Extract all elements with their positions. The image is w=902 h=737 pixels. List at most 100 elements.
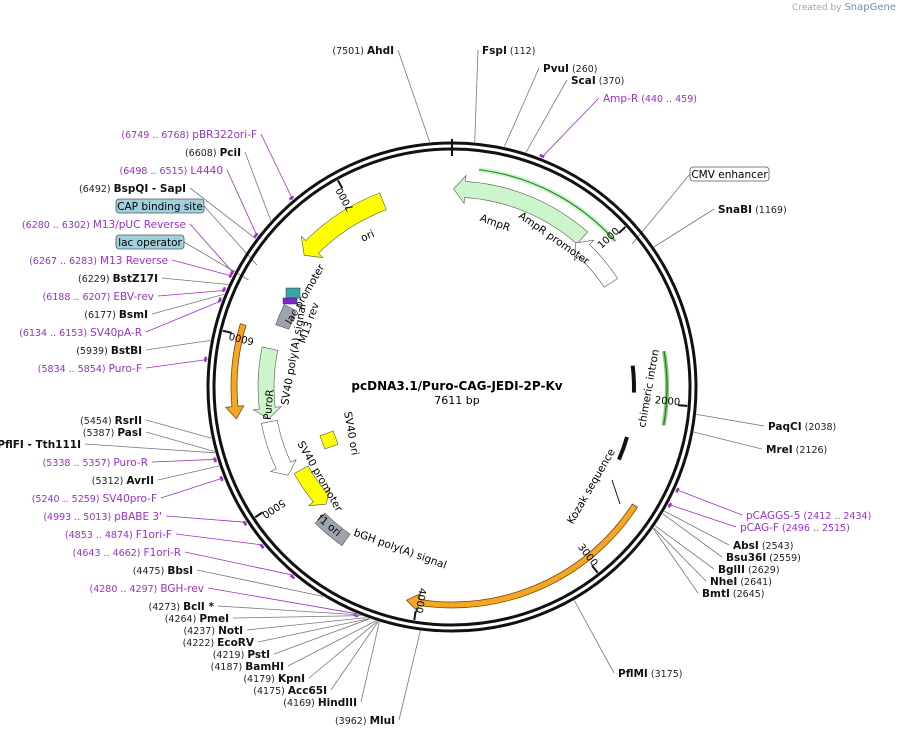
site-name: AbsI	[733, 540, 759, 552]
site-absi[interactable]: AbsI (2543)	[733, 540, 793, 552]
site-position: (440 .. 459)	[638, 94, 697, 105]
created-by-credit: Created by SnapGene	[792, 2, 896, 13]
site-m13rev[interactable]: (6267 .. 6283) M13 Reverse	[29, 255, 168, 267]
leader-f1orir	[184, 551, 294, 576]
site-name: PflFI	[0, 439, 24, 451]
site-pcaggs5[interactable]: pCAGGS-5 (2412 .. 2434)	[746, 510, 871, 522]
site-position: (5240 .. 5259)	[32, 494, 103, 505]
site-label-pmei: (4264) PmeI	[165, 613, 229, 625]
site-psti[interactable]: (4219) PstI	[213, 649, 270, 661]
site-mlui[interactable]: (3962) MluI	[335, 715, 395, 727]
site-pasi[interactable]: (5387) PasI	[83, 427, 142, 439]
site-name-2: - SapI	[148, 183, 186, 195]
ori-arrow	[300, 192, 387, 259]
leader-m13puc	[189, 223, 235, 274]
site-f1orir[interactable]: (4643 .. 4662) F1ori-R	[73, 547, 181, 559]
leader-scai	[525, 79, 568, 153]
tick-label-2000: 2000	[654, 395, 680, 408]
site-pbabe[interactable]: (4993 .. 5013) pBABE 3'	[43, 511, 162, 523]
site-name: SV40pA-R	[90, 327, 142, 339]
site-puror[interactable]: (5338 .. 5357) Puro-R	[43, 457, 148, 469]
site-purof[interactable]: (5834 .. 5854) Puro-F	[38, 363, 142, 375]
leader-bbsi	[196, 569, 323, 597]
tick-3000	[591, 565, 599, 574]
site-ebvrev[interactable]: (6188 .. 6207) EBV-rev	[42, 291, 154, 303]
site-fspi[interactable]: FspI (112)	[482, 45, 535, 57]
site-kpni[interactable]: (4179) KpnI	[243, 673, 305, 685]
leader-ebvrev	[157, 290, 226, 297]
leader-puror	[151, 458, 217, 463]
site-name: Puro-F	[109, 363, 142, 375]
site-bspqi[interactable]: (6492) BspQI - SapI	[79, 183, 186, 195]
leader-pbabe	[165, 515, 247, 523]
site-name: EcoRV	[217, 637, 255, 649]
site-bmti[interactable]: BmtI (2645)	[702, 588, 764, 600]
tick-label-1000: 1000	[596, 226, 622, 251]
site-bsu36i[interactable]: Bsu36I (2559)	[726, 552, 801, 564]
lac-operator-tag[interactable]: lac operator	[115, 234, 185, 250]
site-nhei[interactable]: NheI (2641)	[710, 576, 772, 588]
site-l4440[interactable]: (6498 .. 6515) L4440	[120, 165, 223, 177]
site-hindiii[interactable]: (4169) HindIII	[283, 697, 357, 709]
plasmid-size: 7611 bp	[434, 394, 479, 407]
site-mrei[interactable]: MreI (2126)	[766, 444, 827, 456]
site-bbsi[interactable]: (4475) BbsI	[133, 565, 193, 577]
site-position: (2496 .. 2515)	[779, 523, 850, 534]
site-name: NotI	[218, 625, 243, 637]
cmv-enhancer-tag[interactable]: CMV enhancer	[689, 166, 770, 182]
site-position: (2412 .. 2434)	[800, 511, 871, 522]
site-bsmi[interactable]: (6177) BsmI	[84, 309, 148, 321]
site-bstbi[interactable]: (5939) BstBI	[76, 345, 142, 357]
site-name: SV40pro-F	[103, 493, 157, 505]
site-acc65i[interactable]: (4175) Acc65I	[253, 685, 327, 697]
site-name: AhdI	[367, 45, 394, 57]
site-f1orif[interactable]: (4853 .. 4874) F1ori-F	[65, 529, 172, 541]
site-position: (7501)	[332, 46, 367, 57]
site-ahdi[interactable]: (7501) AhdI	[332, 45, 394, 57]
site-label-pcagf: pCAG-F (2496 .. 2515)	[740, 522, 850, 534]
site-m13puc[interactable]: (6280 .. 6302) M13/pUC Reverse	[22, 219, 186, 231]
kozak-line	[611, 479, 621, 505]
leader-pflmi	[573, 600, 615, 674]
site-position: (2038)	[802, 422, 837, 433]
site-snabi[interactable]: SnaBI (1169)	[718, 204, 787, 216]
lac-box-2	[282, 297, 298, 305]
site-pbr[interactable]: (6749 .. 6768) pBR322ori-F	[121, 129, 257, 141]
site-bghrev[interactable]: (4280 .. 4297) BGH-rev	[90, 583, 204, 595]
site-sv40par[interactable]: (6134 .. 6153) SV40pA-R	[19, 327, 142, 339]
site-sv40prof[interactable]: (5240 .. 5259) SV40pro-F	[32, 493, 157, 505]
site-label-scai: ScaI (370)	[571, 75, 624, 87]
site-name: BGH-rev	[160, 583, 204, 595]
site-ecorv[interactable]: (4222) EcoRV	[183, 637, 255, 649]
leader-pflfi	[84, 443, 216, 454]
site-noti[interactable]: (4237) NotI	[183, 625, 243, 637]
site-rsrii[interactable]: (5454) RsrII	[80, 415, 142, 427]
site-label-acc65i: (4175) Acc65I	[253, 685, 327, 697]
site-name: PvuI	[543, 63, 569, 75]
cap-binding-site-tag[interactable]: CAP binding site	[115, 198, 205, 214]
site-position: (112)	[507, 46, 536, 57]
site-pcagf[interactable]: pCAG-F (2496 .. 2515)	[740, 522, 850, 534]
site-paqci[interactable]: PaqCI (2038)	[768, 421, 836, 433]
site-bcli[interactable]: (4273) BclI *	[149, 601, 215, 613]
site-avrii[interactable]: (5312) AvrII	[92, 475, 154, 487]
site-pvui[interactable]: PvuI (260)	[543, 63, 598, 75]
site-pflfi[interactable]: (5380) PflFI - Tth111I	[0, 439, 81, 451]
site-name: BbsI	[167, 565, 193, 577]
site-label-bbsi: (4475) BbsI	[133, 565, 193, 577]
marker-pbabe	[242, 520, 248, 527]
leader-ampr	[541, 97, 600, 159]
site-pmei[interactable]: (4264) PmeI	[165, 613, 229, 625]
site-ampr[interactable]: Amp-R (440 .. 459)	[603, 93, 697, 105]
sv40-ori-label: SV40 ori	[341, 411, 360, 457]
site-scai[interactable]: ScaI (370)	[571, 75, 624, 87]
site-position: (260)	[569, 64, 598, 75]
site-pcii[interactable]: (6608) PciI	[185, 147, 241, 159]
site-label-f1orif: (4853 .. 4874) F1ori-F	[65, 529, 172, 541]
site-label-pvui: PvuI (260)	[543, 63, 598, 75]
site-bamhi[interactable]: (4187) BamHI	[211, 661, 284, 673]
site-bstz17i[interactable]: (6229) BstZ17I	[78, 273, 158, 285]
site-bglii[interactable]: BglII (2629)	[718, 564, 780, 576]
leader-mlui	[398, 630, 421, 721]
site-pflmi[interactable]: PflMI (3175)	[618, 668, 682, 680]
